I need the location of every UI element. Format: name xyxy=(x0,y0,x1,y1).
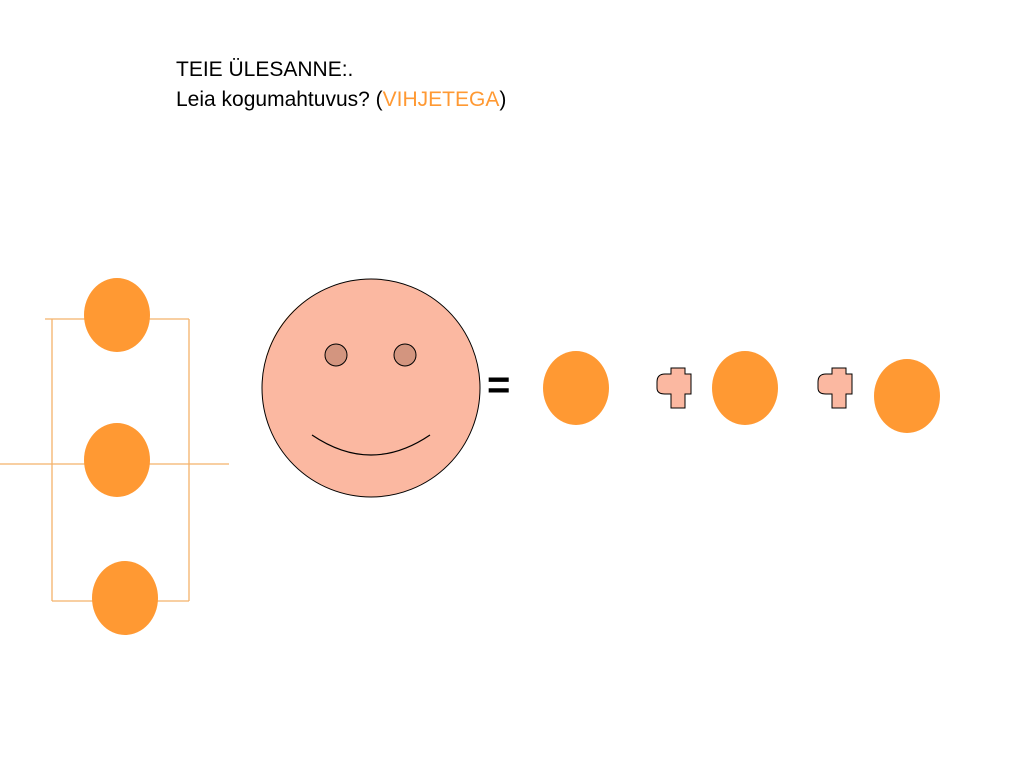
capacitor-top[interactable] xyxy=(84,278,150,352)
left-eye-icon xyxy=(324,343,348,367)
sum-capacitor-1[interactable] xyxy=(543,351,609,425)
task-question-close: ) xyxy=(499,88,507,111)
smile-icon xyxy=(311,434,431,456)
plus-signs xyxy=(656,367,853,409)
face xyxy=(261,278,481,498)
capacitor-middle[interactable] xyxy=(84,423,150,497)
task-question-line: Leia kogumahtuvus? (VIHJETEGA) xyxy=(176,85,506,115)
parallel-capacitors xyxy=(84,278,158,635)
sum-capacitors xyxy=(543,351,940,433)
plus-icon xyxy=(817,367,853,409)
smiley-face-icon xyxy=(261,278,481,498)
equals-sign: = xyxy=(487,363,511,407)
task-heading: TEIE ÜLESANNE:. xyxy=(176,58,354,81)
task-text: TEIE ÜLESANNE:. Leia kogumahtuvus? (VIHJ… xyxy=(176,55,506,115)
right-eye-icon xyxy=(393,343,417,367)
sum-capacitor-3[interactable] xyxy=(874,359,940,433)
task-question: Leia kogumahtuvus? ( xyxy=(176,88,383,111)
sum-capacitor-2[interactable] xyxy=(712,351,778,425)
hint-link[interactable]: VIHJETEGA xyxy=(382,88,500,111)
capacitor-bottom[interactable] xyxy=(92,561,158,635)
plus-icon xyxy=(656,367,692,409)
